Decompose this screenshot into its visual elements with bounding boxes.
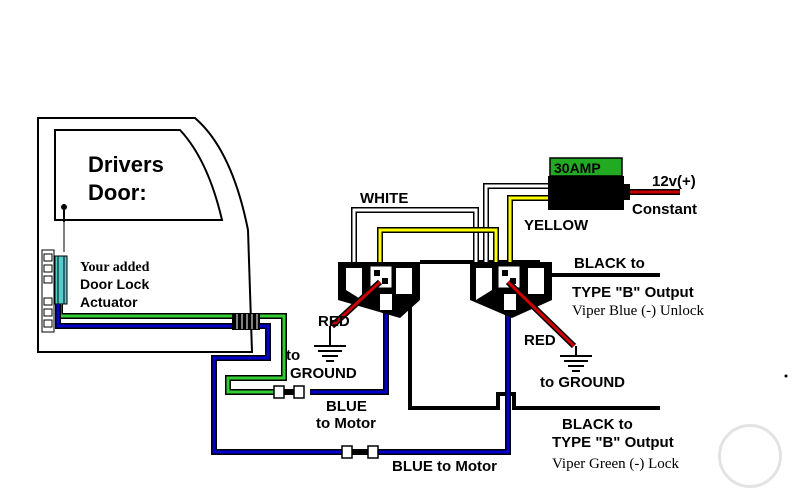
red-wire-label-right: RED [524, 332, 556, 349]
red-ground-wire-right [505, 279, 577, 356]
actuator-label-line1: Your added [80, 260, 150, 275]
black-upper-label-line1: BLACK to [574, 255, 645, 272]
ground-label-right: to GROUND [540, 374, 625, 391]
watermark-logo [718, 424, 782, 488]
blue-wire-lower [378, 300, 511, 455]
blue-motor-label-upper-line2: to Motor [316, 415, 376, 432]
yellow-wire-label: YELLOW [524, 217, 589, 234]
actuator-wire-blue [55, 304, 344, 455]
red-wire-label-left: RED [318, 313, 350, 330]
inline-connector [232, 313, 260, 330]
ground-symbol-left [314, 345, 346, 362]
white-wire-label: WHITE [360, 190, 408, 207]
butt-connector-upper [273, 385, 305, 399]
black-lower-label-line2: TYPE "B" Output [552, 434, 674, 451]
actuator-wire-green [57, 304, 287, 395]
blue-motor-label-lower: BLUE to Motor [392, 458, 497, 475]
ground-label-left-line2: GROUND [290, 365, 357, 382]
black-upper-label-line2: TYPE "B" Output [572, 284, 694, 301]
stray-dot [784, 374, 788, 378]
power-label-line1: 12v(+) [652, 173, 696, 190]
black-lower-label-line3: Viper Green (-) Lock [552, 456, 679, 472]
red-ground-wire-left [329, 279, 383, 346]
fuse-holder [548, 157, 630, 210]
actuator-label-line3: Actuator [80, 294, 138, 310]
blue-wire-upper [310, 300, 389, 395]
ground-symbol-right [560, 355, 592, 372]
black-wire-lower [408, 270, 660, 410]
power-label-line2: Constant [632, 201, 697, 218]
lock-knob [61, 204, 67, 252]
black-lower-label-line1: BLACK to [562, 416, 633, 433]
ground-label-left-line1: to [286, 347, 300, 364]
blue-motor-label-upper-line1: BLUE [326, 398, 367, 415]
door-lock-actuator [41, 249, 68, 333]
door-title-line2: Door: [88, 180, 147, 205]
door-title-line1: Drivers [88, 152, 164, 177]
actuator-label-line2: Door Lock [80, 276, 149, 292]
door-outline [37, 117, 254, 353]
yellow-wire [377, 195, 556, 262]
butt-connector-lower [341, 445, 379, 459]
fuse-label: 30AMP [554, 160, 601, 176]
black-upper-label-line3: Viper Blue (-) Unlock [572, 303, 704, 319]
white-wire [351, 183, 556, 262]
